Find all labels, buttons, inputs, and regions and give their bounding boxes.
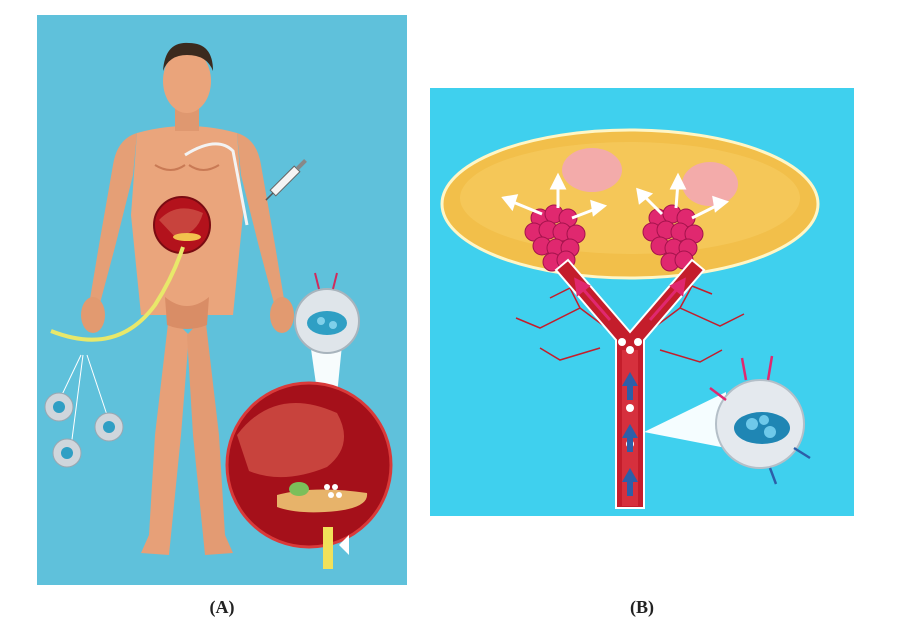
portal-tube (323, 527, 333, 569)
panel-b (430, 88, 854, 516)
panel-b-illustration (430, 88, 854, 516)
pink-lobe-right (682, 162, 738, 206)
pink-lobe-left (562, 148, 622, 192)
pancreas-small (173, 233, 201, 241)
caption-panel-a: (A) (192, 597, 252, 618)
panel-a (37, 15, 407, 585)
gallbladder (289, 482, 309, 496)
caption-panel-b: (B) (612, 597, 672, 618)
panel-a-illustration (37, 15, 407, 585)
right-hand (270, 297, 294, 333)
left-hand (81, 297, 105, 333)
